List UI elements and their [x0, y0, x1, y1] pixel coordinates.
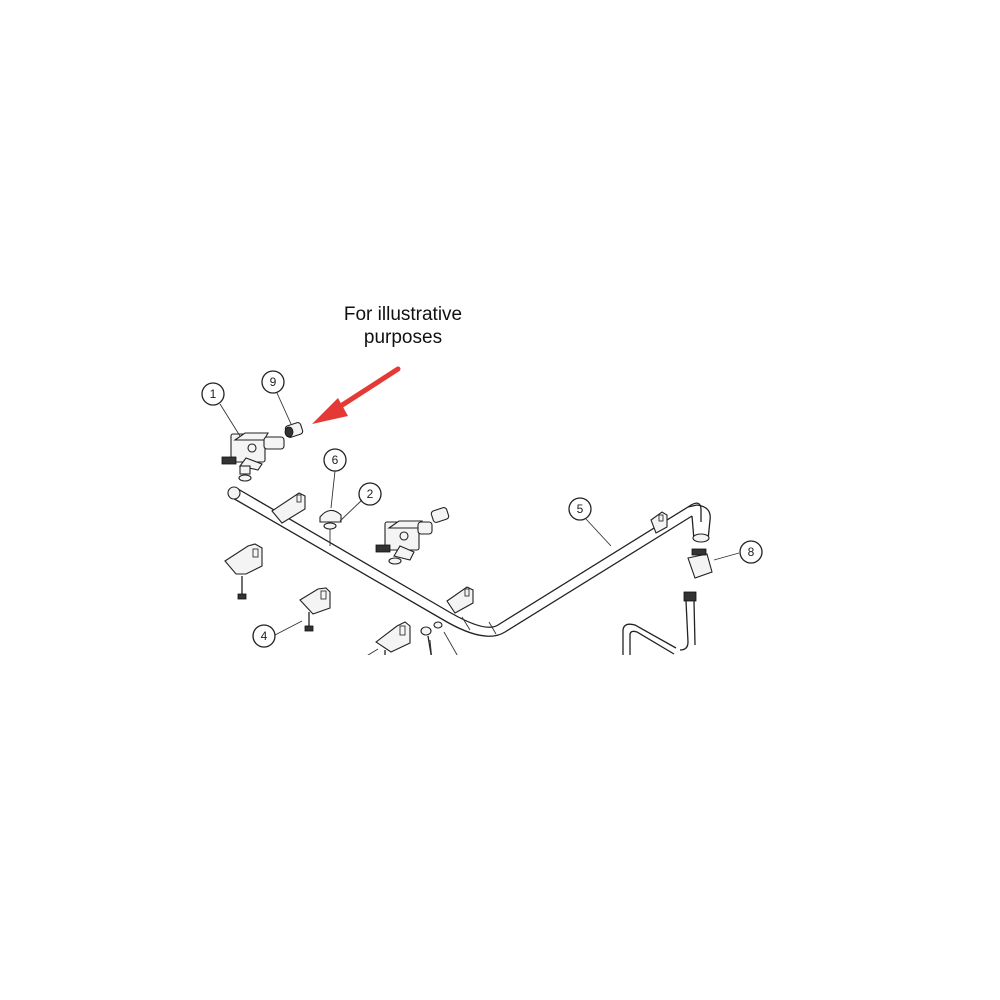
callout-9-label: 9 — [270, 375, 277, 389]
mounting-bracket-1 — [224, 543, 263, 600]
pipe-fitting-part — [687, 548, 713, 579]
pipe-bracket-right — [650, 511, 668, 534]
illustrative-note: For illustrative purposes — [300, 303, 506, 349]
illustrative-note-line-1: For illustrative — [343, 304, 463, 325]
washer-part — [238, 474, 402, 565]
illustrative-note-line-2: purposes — [363, 327, 443, 348]
mounting-bracket-2 — [299, 587, 331, 632]
callout-4-label: 4 — [261, 629, 268, 643]
mounting-bracket-3 — [375, 621, 411, 655]
manifold-pipe — [227, 486, 711, 637]
callout-1-label: 1 — [210, 387, 217, 401]
callout-6-label: 6 — [332, 453, 339, 467]
callout-8-label: 8 — [748, 545, 755, 559]
callout-1: 1 — [201, 382, 225, 406]
callout-2: 2 — [358, 482, 382, 506]
callout-4: 4 — [252, 624, 276, 648]
pipe-bracket-center — [446, 586, 474, 614]
callout-8: 8 — [739, 540, 763, 564]
callout-9: 9 — [261, 370, 285, 394]
gas-valve-middle — [375, 507, 450, 561]
red-pointer-arrow — [312, 366, 401, 424]
callout-6: 6 — [323, 448, 347, 472]
pipe-bracket-left — [271, 492, 306, 524]
callout-2-label: 2 — [367, 487, 374, 501]
callout-5-label: 5 — [577, 502, 584, 516]
screw-part — [420, 621, 443, 655]
lower-gas-tube — [622, 591, 697, 655]
gas-valve-left — [221, 432, 285, 475]
callout-5: 5 — [568, 497, 592, 521]
leader-lines — [219, 392, 740, 655]
orifice-spud-part — [284, 422, 304, 438]
